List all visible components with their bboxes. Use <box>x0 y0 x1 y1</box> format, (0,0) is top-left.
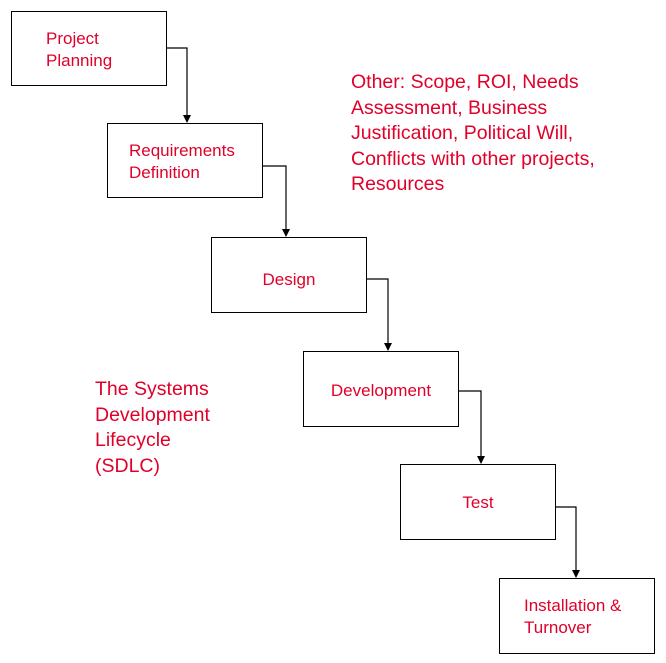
stage-project-planning: Project Planning <box>11 11 167 86</box>
arrow-test-to-installation <box>555 506 580 578</box>
arrow-development-to-test <box>458 390 485 464</box>
other-considerations-note: Other: Scope, ROI, Needs Assessment, Bus… <box>351 71 595 196</box>
arrow-planning-to-requirements <box>166 47 191 123</box>
stage-label: Requirements Definition <box>129 141 235 182</box>
stage-requirements-definition: Requirements Definition <box>107 123 263 198</box>
stage-installation-turnover: Installation & Turnover <box>499 578 655 654</box>
stage-test: Test <box>400 464 556 540</box>
stage-label: Development <box>330 381 432 400</box>
arrow-requirements-to-design <box>262 165 290 237</box>
sdlc-title-note: The Systems Development Lifecycle (SDLC) <box>95 378 210 477</box>
stage-label: Test <box>462 493 494 512</box>
stage-label: Design <box>262 270 316 289</box>
stage-label: Installation & Turnover <box>524 596 622 637</box>
stage-development: Development <box>303 351 459 427</box>
stage-design: Design <box>211 237 367 313</box>
arrow-design-to-development <box>366 278 392 351</box>
stage-label: Project Planning <box>46 29 113 70</box>
